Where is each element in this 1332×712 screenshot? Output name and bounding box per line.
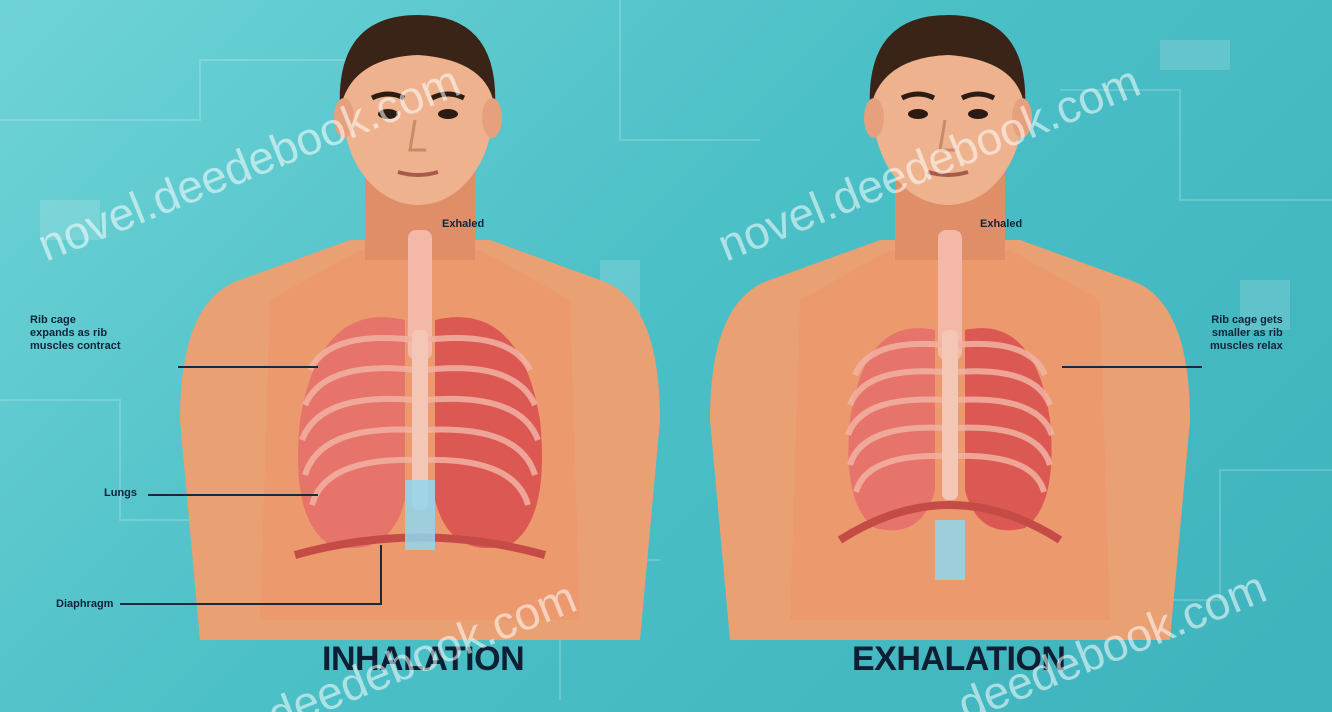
abdomen-highlight bbox=[405, 480, 435, 550]
eye-left bbox=[908, 109, 928, 119]
label-ribcage-inhale-line1: Rib cage bbox=[30, 314, 120, 327]
label-lungs: Lungs bbox=[104, 487, 137, 500]
label-ribcage-exhale-line2: smaller as rib bbox=[1210, 327, 1283, 340]
label-ribcage-inhale: Rib cage expands as rib muscles contract bbox=[30, 314, 120, 353]
label-ribcage-inhale-line3: muscles contract bbox=[30, 340, 120, 353]
label-ribcage-inhale-line2: expands as rib bbox=[30, 327, 120, 340]
ear-left bbox=[864, 98, 884, 138]
leader-line-ribcage-exhale bbox=[1062, 366, 1202, 368]
leader-line-diaphragm bbox=[120, 603, 382, 605]
leader-line-diaphragm-vertical bbox=[380, 545, 382, 605]
label-exhaled-right: Exhaled bbox=[980, 218, 1022, 231]
leader-line-ribcage-inhale bbox=[178, 366, 318, 368]
label-ribcage-exhale-line1: Rib cage gets bbox=[1210, 314, 1283, 327]
label-exhaled-left: Exhaled bbox=[442, 218, 484, 231]
label-ribcage-exhale: Rib cage gets smaller as rib muscles rel… bbox=[1210, 314, 1283, 353]
ear-right bbox=[482, 98, 502, 138]
sternum bbox=[942, 330, 958, 500]
label-diaphragm: Diaphragm bbox=[56, 598, 113, 611]
leader-line-lungs bbox=[148, 494, 318, 496]
abdomen-highlight bbox=[935, 520, 965, 580]
label-ribcage-exhale-line3: muscles relax bbox=[1210, 340, 1283, 353]
